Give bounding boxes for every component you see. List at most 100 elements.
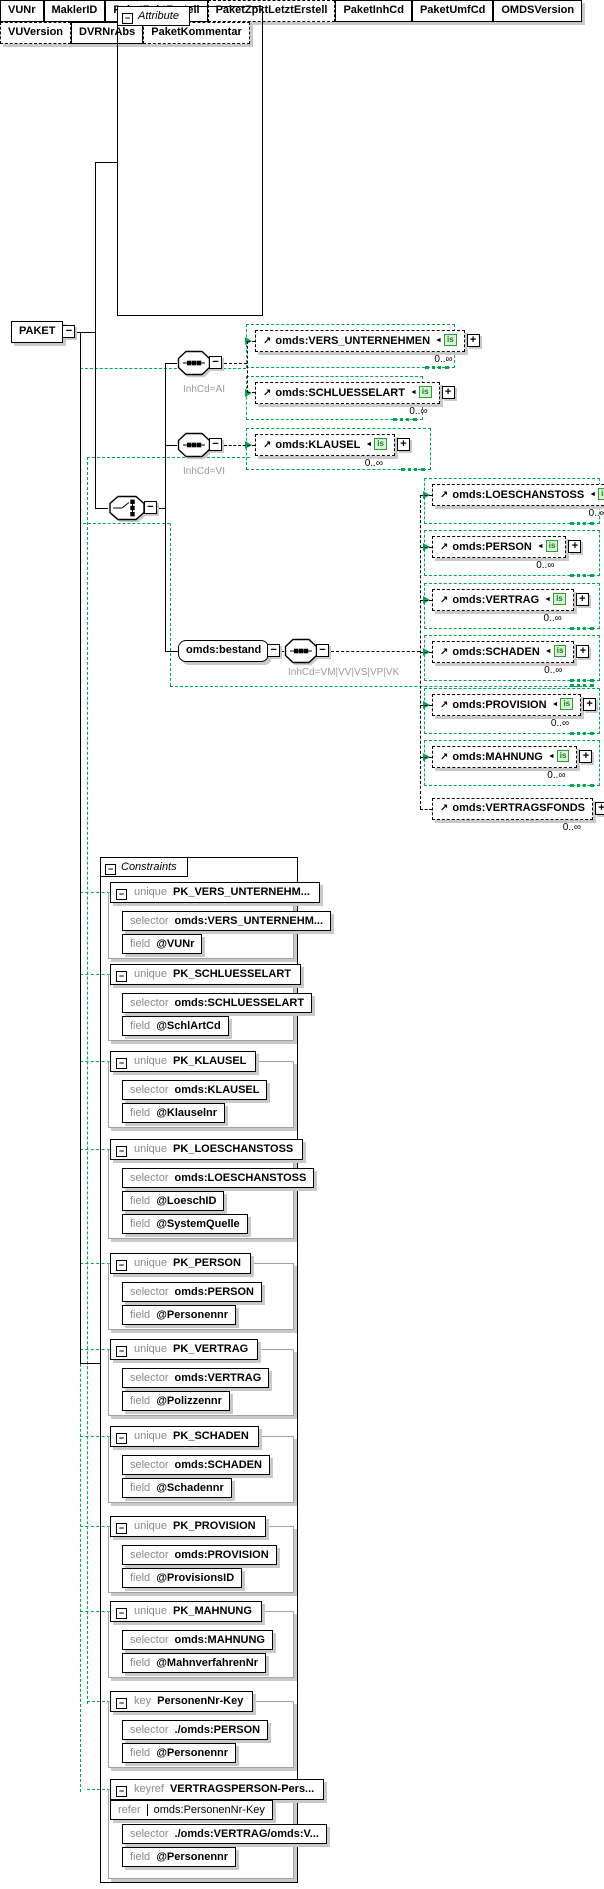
expand-toggle[interactable]: + [579, 750, 593, 763]
element-ref-box[interactable]: ↗omds:VERTRAGSFONDS [432, 798, 594, 820]
selector-label: selector [130, 1372, 169, 1384]
element-ref-omds-vers-unternehmen[interactable]: ↗omds:VERS_UNTERNEHMEN◄is+0..∞ [255, 330, 480, 365]
attributes-panel-header[interactable]: −Attribute [117, 6, 190, 26]
collapse-icon[interactable]: − [116, 1523, 127, 1534]
collapse-icon[interactable]: − [116, 889, 127, 900]
connector-optional [331, 651, 420, 652]
expand-toggle[interactable]: + [441, 386, 455, 399]
choice-compositor[interactable]: − [108, 495, 157, 521]
collapse-icon[interactable]: − [116, 1260, 127, 1271]
element-paket[interactable]: PAKET− [11, 321, 76, 343]
element-ref-box[interactable]: ↗omds:VERTRAG◄is [432, 589, 574, 611]
element-ref-box[interactable]: ↗omds:PERSON◄is [432, 536, 567, 558]
choice-icon[interactable] [108, 495, 146, 521]
expand-toggle[interactable]: + [576, 645, 590, 658]
field-value: @Polizzennr [156, 1395, 222, 1407]
element-bestand[interactable]: omds:bestand− [178, 640, 281, 662]
attribute-paketumfcd[interactable]: PaketUmfCd [411, 0, 494, 22]
element-ref-label: omds:VERTRAGSFONDS [452, 802, 586, 814]
attribute-maklerid[interactable]: MaklerID [43, 0, 106, 22]
reference-arrow-icon: ↗ [440, 542, 449, 553]
attribute-paketinhcd[interactable]: PaketInhCd [335, 0, 412, 22]
collapse-icon[interactable]: − [116, 1058, 127, 1069]
attribute-paketkommentar[interactable]: PaketKommentar [143, 22, 250, 44]
element-ref-box[interactable]: ↗omds:PROVISION◄is [432, 694, 582, 716]
collapse-icon[interactable]: − [116, 1346, 127, 1357]
selector-label: selector [130, 1828, 169, 1840]
collapse-toggle[interactable]: − [209, 438, 222, 451]
attribute-paketzpktletzterstell[interactable]: PaketZpktLetztErstell [207, 0, 336, 22]
collapse-icon[interactable]: − [116, 1608, 127, 1619]
element-ref-omds-loeschanstoss[interactable]: ↗omds:LOESCHANSTOSS◄is+0..∞ [432, 484, 604, 519]
element-ref-box[interactable]: ↗omds:LOESCHANSTOSS◄is [432, 484, 604, 506]
expand-toggle[interactable]: + [568, 540, 582, 553]
element-ref-omds-klausel[interactable]: ↗omds:KLAUSEL◄is+0..∞ [255, 434, 410, 469]
occurrence-label: 0..∞ [409, 406, 428, 417]
element-ref-omds-mahnung[interactable]: ↗omds:MAHNUNG◄is+0..∞ [432, 746, 593, 781]
sequence-icon[interactable] [177, 432, 211, 458]
attribute-vunr[interactable]: VUNr [0, 0, 44, 22]
expand-toggle[interactable]: + [396, 438, 410, 451]
expand-toggle[interactable]: + [575, 593, 589, 606]
collapse-toggle[interactable]: − [267, 644, 281, 657]
collapse-icon[interactable]: − [122, 13, 133, 24]
element-paket-label[interactable]: PAKET [11, 321, 64, 343]
expand-toggle[interactable]: + [583, 698, 597, 711]
element-ref-box[interactable]: ↗omds:VERS_UNTERNEHMEN◄is [255, 330, 465, 352]
collapse-icon[interactable]: − [116, 1146, 127, 1157]
collapse-icon[interactable]: − [116, 1698, 127, 1709]
element-ref-box[interactable]: ↗omds:SCHADEN◄is [432, 641, 575, 663]
occurrence-label: 0..∞ [562, 822, 582, 833]
element-ref-box[interactable]: ↗omds:KLAUSEL◄is [255, 434, 395, 456]
element-ref-omds-provision[interactable]: ↗omds:PROVISION◄is+0..∞ [432, 694, 597, 729]
constraint-link-line [80, 368, 246, 369]
element-ref-omds-person[interactable]: ↗omds:PERSON◄is+0..∞ [432, 536, 582, 571]
collapse-toggle[interactable]: − [144, 501, 157, 514]
constraint-kind-label: key [134, 1695, 152, 1707]
constraint-field-row: field@Personennr [122, 1743, 237, 1763]
collapse-icon[interactable]: − [116, 1433, 127, 1444]
sequence-icon[interactable] [177, 350, 211, 376]
collapse-toggle[interactable]: − [209, 356, 222, 369]
element-ref-omds-vertrag[interactable]: ↗omds:VERTRAG◄is+0..∞ [432, 589, 589, 624]
element-ref-omds-schaden[interactable]: ↗omds:SCHADEN◄is+0..∞ [432, 641, 590, 676]
element-ref-box[interactable]: ↗omds:MAHNUNG◄is [432, 746, 578, 768]
element-ref-omds-vertragsfonds[interactable]: ↗omds:VERTRAGSFONDS+0..∞ [432, 798, 604, 833]
element-bestand-label[interactable]: omds:bestand [178, 640, 270, 662]
field-value: @SystemQuelle [156, 1218, 240, 1230]
constraints-panel-header[interactable]: −Constraints [100, 857, 188, 877]
collapse-toggle[interactable]: − [316, 644, 329, 657]
collapse-icon[interactable]: − [105, 864, 116, 875]
expand-toggle[interactable]: + [595, 802, 604, 815]
attribute-omdsversion[interactable]: OMDSVersion [493, 0, 583, 22]
sequence-compositor[interactable]: − [177, 432, 222, 458]
expand-toggle[interactable]: + [466, 334, 480, 347]
connector [159, 508, 165, 509]
constraint-name: PK_PROVISION [173, 1520, 256, 1532]
attribute-vuversion[interactable]: VUVersion [0, 22, 72, 44]
element-ref-box[interactable]: ↗omds:SCHLUESSELART◄is [255, 382, 440, 404]
constraint-link-dots [570, 684, 594, 687]
sequence-compositor[interactable]: − [284, 638, 329, 664]
badge-pointer-icon: ◄ [551, 701, 559, 708]
element-ref-omds-schluesselart[interactable]: ↗omds:SCHLUESSELART◄is+0..∞ [255, 382, 455, 417]
sequence-compositor[interactable]: − [177, 350, 222, 376]
collapse-icon[interactable]: − [116, 1786, 127, 1797]
attribute-dvrnrabs[interactable]: DVRNrAbs [71, 22, 144, 44]
collapse-toggle[interactable]: − [62, 325, 76, 338]
collapse-icon[interactable]: − [116, 971, 127, 982]
sequence-icon[interactable] [284, 638, 318, 664]
